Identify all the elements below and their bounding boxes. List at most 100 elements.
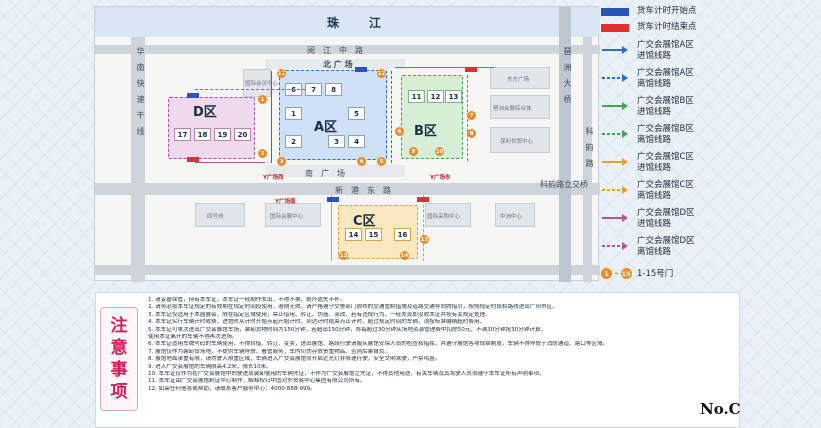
hall-5[interactable]: 5 bbox=[348, 107, 365, 120]
route-c-out bbox=[423, 195, 424, 261]
route-c-in bbox=[331, 195, 332, 261]
route-arrow-icon bbox=[602, 102, 628, 110]
legend-route-item: 广交会展馆B区 离馆线路 bbox=[601, 124, 717, 150]
tag-square-south: Y广场南 bbox=[275, 199, 296, 205]
route-a-out bbox=[391, 71, 392, 163]
hall-15[interactable]: 15 bbox=[365, 228, 382, 241]
notice-line: 10. 本车证仅作为在广交会展馆中的驶进及装卸使用的车辆凭证，不作为广交会展馆之… bbox=[148, 371, 545, 378]
timing-end-swatch bbox=[601, 24, 629, 32]
legend-end: 货车计时结束点 bbox=[601, 22, 717, 48]
hall-3[interactable]: 3 bbox=[328, 135, 345, 148]
zone-b-title: B区 bbox=[414, 124, 437, 139]
legend-start-label: 货车计时开始点 bbox=[637, 6, 697, 16]
gate-legend-first: 1 bbox=[601, 268, 612, 279]
gate-5: 5 bbox=[377, 157, 386, 166]
tag-square-west: Y广场西 bbox=[263, 175, 284, 181]
legend-route-label: 广交会展馆C区 进馆线路 bbox=[637, 152, 694, 173]
notice-heading-char: 事 bbox=[110, 360, 128, 380]
road-label-huaxia: 华 南 快 速 干 线 bbox=[136, 47, 145, 135]
block-intl-fair bbox=[265, 203, 321, 227]
legend-end-label: 货车计时结束点 bbox=[637, 22, 697, 32]
gate-6: 6 bbox=[395, 127, 404, 136]
hall-18[interactable]: 18 bbox=[194, 128, 211, 141]
hall-14[interactable]: 14 bbox=[345, 228, 362, 241]
hall-7[interactable]: 7 bbox=[305, 83, 322, 96]
route-arrow-icon bbox=[602, 242, 628, 250]
hall-19[interactable]: 19 bbox=[214, 128, 231, 141]
notice-list: 1. 请妥善保管，持有本车证，本车证一经制作发出，不得不换、损坏遗失不补。2. … bbox=[148, 297, 733, 425]
timing-start-swatch bbox=[601, 8, 629, 16]
block-label-intl-procurement: 国际采购中心 bbox=[427, 214, 461, 220]
legend-route-item: 广交会展馆C区 离馆线路 bbox=[601, 180, 717, 206]
notice-panel: 注 意 事 项 1. 请妥善保管，持有本车证，本车证一经制作发出，不得不换、损坏… bbox=[95, 292, 740, 428]
hall-8[interactable]: 8 bbox=[325, 83, 342, 96]
road-label-kecheng-bridge: 科韵路立交桥 bbox=[540, 180, 588, 189]
zone-c-title: C区 bbox=[353, 214, 376, 229]
gate-legend-dash: – bbox=[614, 268, 619, 279]
pearl-river: 珠 江 bbox=[95, 7, 600, 37]
timing-start-marker bbox=[355, 67, 367, 72]
legend-route-label: 广交会展馆B区 进馆线路 bbox=[637, 96, 694, 117]
river-label: 珠 江 bbox=[327, 16, 384, 30]
hall-4[interactable]: 4 bbox=[348, 135, 365, 148]
gate-4: 4 bbox=[357, 157, 366, 166]
road-south bbox=[95, 265, 600, 275]
timing-start-marker bbox=[327, 197, 339, 202]
hall-2[interactable]: 2 bbox=[285, 135, 302, 148]
route-d-out bbox=[195, 89, 305, 90]
notice-line: 12. 如需任何信息或帮助，请联系客户服务中心：4000-888-999。 bbox=[148, 385, 316, 392]
zone-d[interactable]: D区 17 18 19 20 bbox=[168, 97, 255, 159]
hall-11[interactable]: 11 bbox=[408, 90, 425, 103]
legend-route-label: 广交会展馆B区 离馆线路 bbox=[637, 124, 694, 145]
zone-d-title: D区 bbox=[193, 105, 217, 120]
gate-13: 13 bbox=[339, 251, 348, 260]
hall-1[interactable]: 1 bbox=[285, 107, 302, 120]
gate-12: 12 bbox=[377, 69, 386, 78]
notice-line: 11. 本车证由广交会展馆制证中心制作，解释权归中国对外贸易中心集团有限公司所有… bbox=[148, 378, 366, 385]
gate-14: 14 bbox=[400, 251, 409, 260]
road-label-pazhou: 琶 洲 大 桥 bbox=[563, 47, 572, 103]
zone-a[interactable]: 6 7 8 1 5 A区 2 3 4 bbox=[279, 70, 387, 160]
zone-b[interactable]: 11 12 13 B区 bbox=[401, 75, 463, 159]
legend-route-item: 广交会展馆A区 离馆线路 bbox=[601, 68, 717, 94]
legend-gates: 1 – 15 1-15号门 bbox=[601, 268, 717, 294]
block-label-intl-center: 国际会议中心 bbox=[245, 81, 279, 87]
hall-16[interactable]: 16 bbox=[394, 228, 411, 241]
tag-square-east: Y广场东 bbox=[430, 175, 451, 181]
hall-20[interactable]: 20 bbox=[234, 128, 251, 141]
notice-line: 8. 展馆地面承重有限，请勿驶入限重区域，车辆进入广交会展馆须开启近光灯并限速行… bbox=[148, 356, 441, 363]
notice-line: 7. 展馆仅作为装卸货场地，不提供车辆停放、看管服务，车内切勿存放贵重物品，否则… bbox=[148, 348, 391, 355]
gate-8: 8 bbox=[467, 129, 476, 138]
road-label-kecheng: 科 韵 路 bbox=[585, 127, 594, 167]
notice-heading-char: 项 bbox=[110, 382, 128, 402]
road-yuejiang bbox=[95, 45, 600, 54]
road-huaxia bbox=[131, 37, 145, 282]
gate-9: 9 bbox=[409, 147, 418, 156]
legend-gate-label: 1-15号门 bbox=[637, 269, 674, 279]
notice-line: 5. 本车证可单次进出广交会展馆车场，装卸货物时间为150分钟，若超出150分钟… bbox=[148, 326, 547, 333]
road-xingang bbox=[95, 183, 600, 195]
notice-line: 2. 请务必按本车证规定的有效期在规定时间段使用，逾期无效，请严格遵守交警部门颁… bbox=[148, 304, 558, 311]
legend-route-item: 广交会展馆D区 进馆线路 bbox=[601, 208, 717, 234]
zone-c[interactable]: C区 14 15 16 bbox=[338, 205, 418, 259]
block-label-intl-fair: 国际会展中心 bbox=[270, 214, 304, 220]
timing-end-marker bbox=[417, 197, 429, 202]
gate-legend-icons: 1 – 15 bbox=[601, 268, 632, 279]
timing-end-marker bbox=[187, 157, 199, 162]
gate-legend-last: 15 bbox=[620, 268, 632, 279]
route-arrow-icon bbox=[602, 74, 628, 82]
notice-line: 4. 本车证实行车辆计时收费，进馆时从计时开始点起开始计时，到达计时结束点止计时… bbox=[148, 319, 486, 326]
legend-route-label: 广交会展馆A区 离馆线路 bbox=[637, 68, 694, 89]
venue-map: 珠 江 阅 江 中 路 新 港 东 路 华 南 快 速 干 线 琶 洲 大 桥 … bbox=[94, 6, 600, 282]
block-poly bbox=[490, 127, 550, 153]
hall-12[interactable]: 12 bbox=[427, 90, 444, 103]
zone-a-title: A区 bbox=[314, 120, 338, 135]
legend-route-item: 广交会展馆D区 离馆线路 bbox=[601, 236, 717, 262]
hall-13[interactable]: 13 bbox=[445, 90, 462, 103]
route-arrow-icon bbox=[602, 158, 628, 166]
south-square-label: 南 广 场 bbox=[305, 169, 345, 178]
legend-route-item: 广交会展馆B区 进馆线路 bbox=[601, 96, 717, 122]
road-label-xingang: 新 港 东 路 bbox=[335, 186, 391, 195]
hall-17[interactable]: 17 bbox=[174, 128, 191, 141]
gate-15: 15 bbox=[420, 235, 429, 244]
